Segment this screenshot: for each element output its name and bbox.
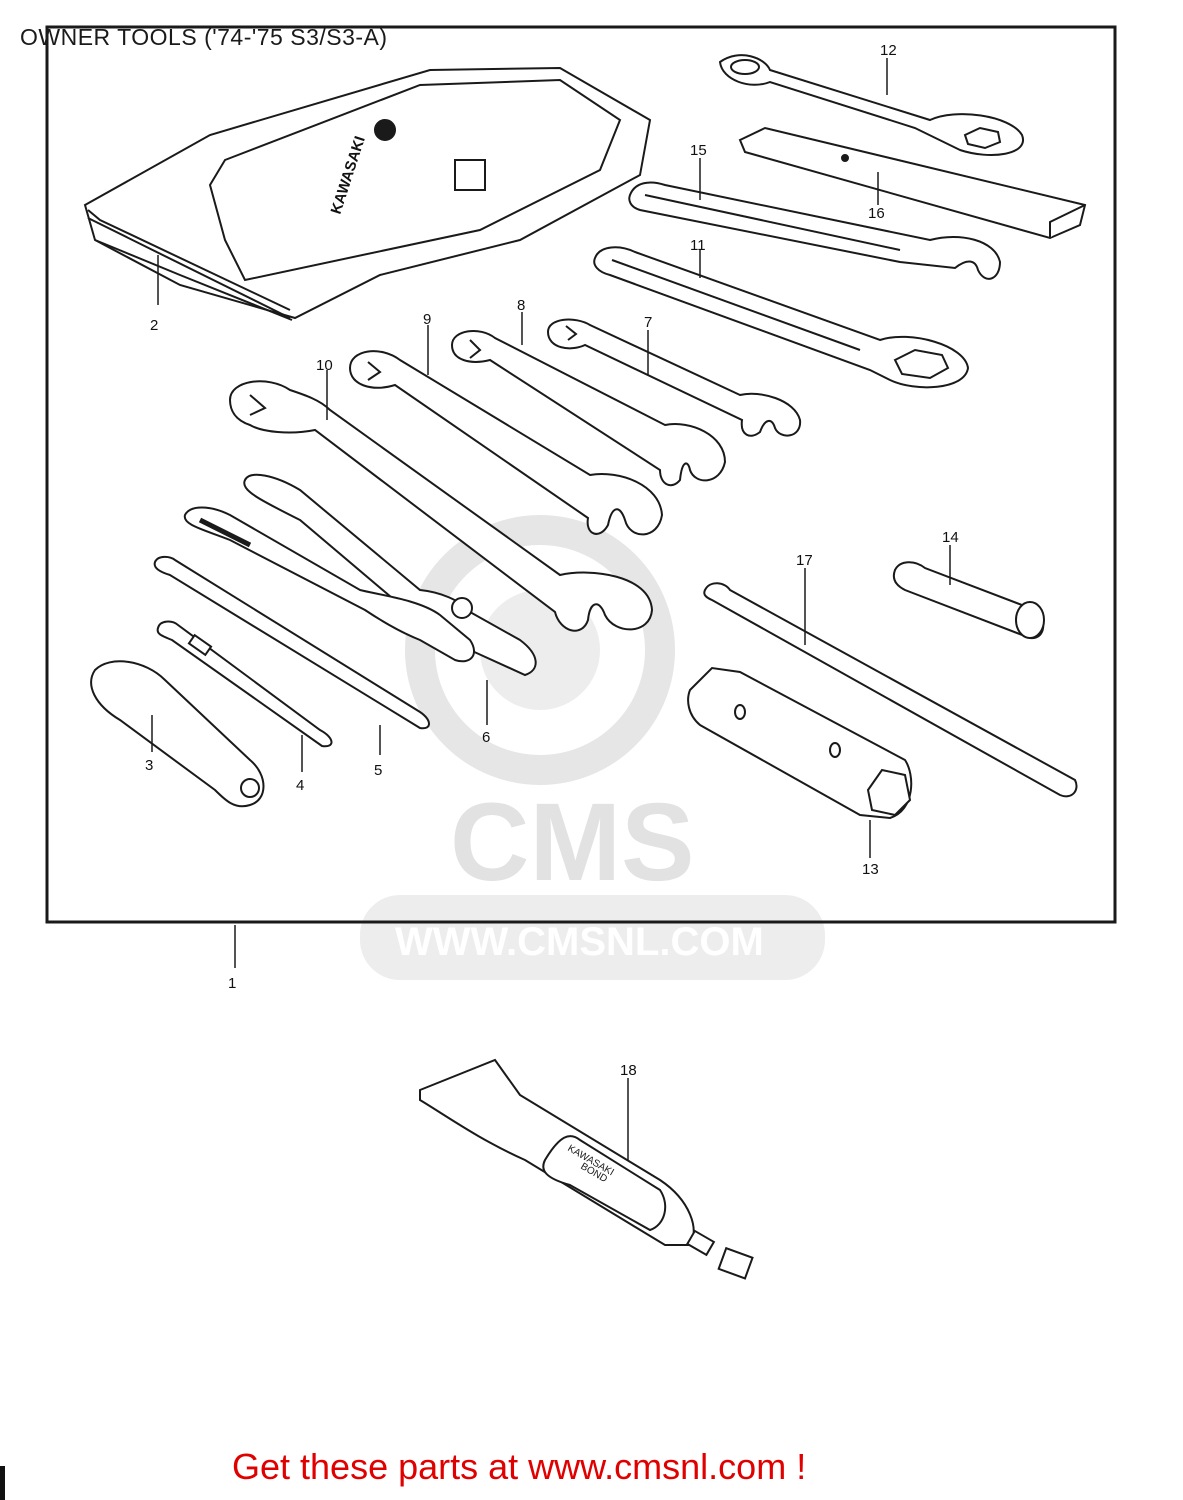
- pliers-6: [183, 473, 537, 677]
- toolkit-frame: [45, 25, 1117, 924]
- callouts: 1 2 3 4 5 6 7 8 9 10 11 12 13 14 15 16 1…: [145, 42, 959, 1079]
- callout-7: 7: [644, 314, 652, 331]
- callout-17: 17: [796, 552, 813, 569]
- open-end-wrench-7: [546, 318, 802, 437]
- flat-bar-16: [738, 126, 1087, 240]
- callout-9: 9: [423, 311, 431, 328]
- screwdriver-bit-4: [156, 620, 333, 748]
- callout-12: 12: [880, 42, 897, 59]
- callout-15: 15: [690, 142, 707, 159]
- get-parts-link[interactable]: Get these parts at www.cmsnl.com !: [232, 1446, 807, 1487]
- callout-11: 11: [690, 237, 706, 254]
- callout-6: 6: [482, 729, 490, 746]
- tool-pouch: KAWASAKI: [83, 66, 652, 321]
- callout-2: 2: [150, 317, 158, 334]
- callout-4: 4: [296, 777, 304, 794]
- spark-plug-socket-13: [687, 666, 913, 820]
- box-wrench-11: [593, 246, 970, 389]
- callout-13: 13: [862, 861, 879, 878]
- callout-1: 1: [228, 975, 236, 992]
- callout-8: 8: [517, 297, 525, 314]
- hook-wrench-15: [628, 181, 1002, 280]
- open-end-wrench-10: [228, 380, 654, 632]
- callout-16: 16: [868, 205, 885, 222]
- open-end-wrench-8: [450, 329, 727, 487]
- callout-5: 5: [374, 762, 382, 779]
- screwdriver-handle-3: [90, 660, 265, 808]
- callout-10: 10: [316, 357, 333, 374]
- watermark-url-text: WWW.CMSNL.COM: [395, 920, 764, 964]
- watermark-logo-text: CMS: [450, 781, 694, 904]
- screwdriver-shaft-5: [153, 555, 430, 730]
- box-wrench-12: [718, 54, 1025, 156]
- callout-3: 3: [145, 757, 153, 774]
- socket-wrench-14: [892, 561, 1045, 640]
- corner-mark: [0, 1466, 5, 1500]
- leader-lines: [151, 58, 951, 1160]
- callout-14: 14: [942, 529, 959, 546]
- callout-18: 18: [620, 1062, 637, 1079]
- bond-tube-18: KAWASAKI BOND: [419, 1058, 754, 1280]
- open-end-wrench-9: [348, 350, 664, 536]
- tommy-bar-17: [703, 582, 1078, 798]
